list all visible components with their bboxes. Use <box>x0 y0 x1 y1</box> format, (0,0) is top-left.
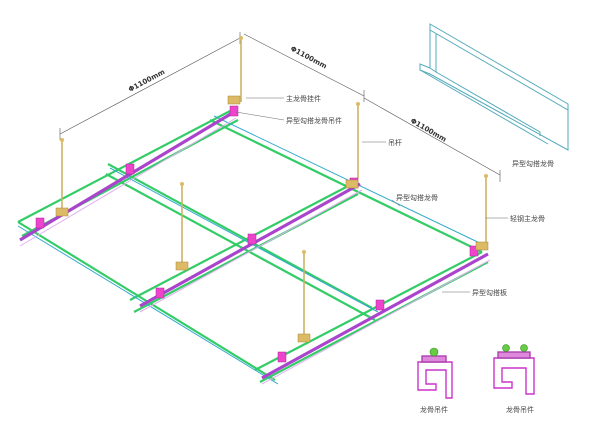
purple-main-keel-edges <box>19 117 491 385</box>
dimension-right-label: Φ1100mm <box>409 117 448 144</box>
leader-lines <box>235 97 508 293</box>
hanger-rods <box>61 38 487 338</box>
label-light-steel-main-keel: 轻钢主龙骨 <box>510 214 545 223</box>
keel-hanger-detail-2 <box>493 344 535 395</box>
dimension-top-label: Φ1100mm <box>289 45 328 71</box>
green-keel-grid <box>17 109 489 383</box>
profile-keel-drawing <box>419 23 569 151</box>
label-keel-hanger-1: 龙骨吊件 <box>420 405 448 414</box>
keel-hanger-detail-1 <box>417 347 453 399</box>
dimension-lines <box>59 32 501 182</box>
label-rod: 吊杆 <box>388 138 402 147</box>
label-profile-keel: 异型勾搭龙骨 <box>512 159 554 168</box>
label-main-keel-hanger: 主龙骨挂件 <box>286 94 321 103</box>
keel-clips <box>35 95 489 363</box>
label-special-keel-hanger: 异型勾搭龙骨吊件 <box>286 116 342 125</box>
label-special-keel: 异型勾搭龙骨 <box>396 193 438 202</box>
purple-main-keels <box>19 110 489 380</box>
dimension-left-label: Φ1100mm <box>127 68 166 94</box>
label-keel-hanger-2: 龙骨吊件 <box>506 405 534 414</box>
rod-tops <box>60 36 488 254</box>
label-special-panel: 异型勾搭板 <box>472 288 507 297</box>
